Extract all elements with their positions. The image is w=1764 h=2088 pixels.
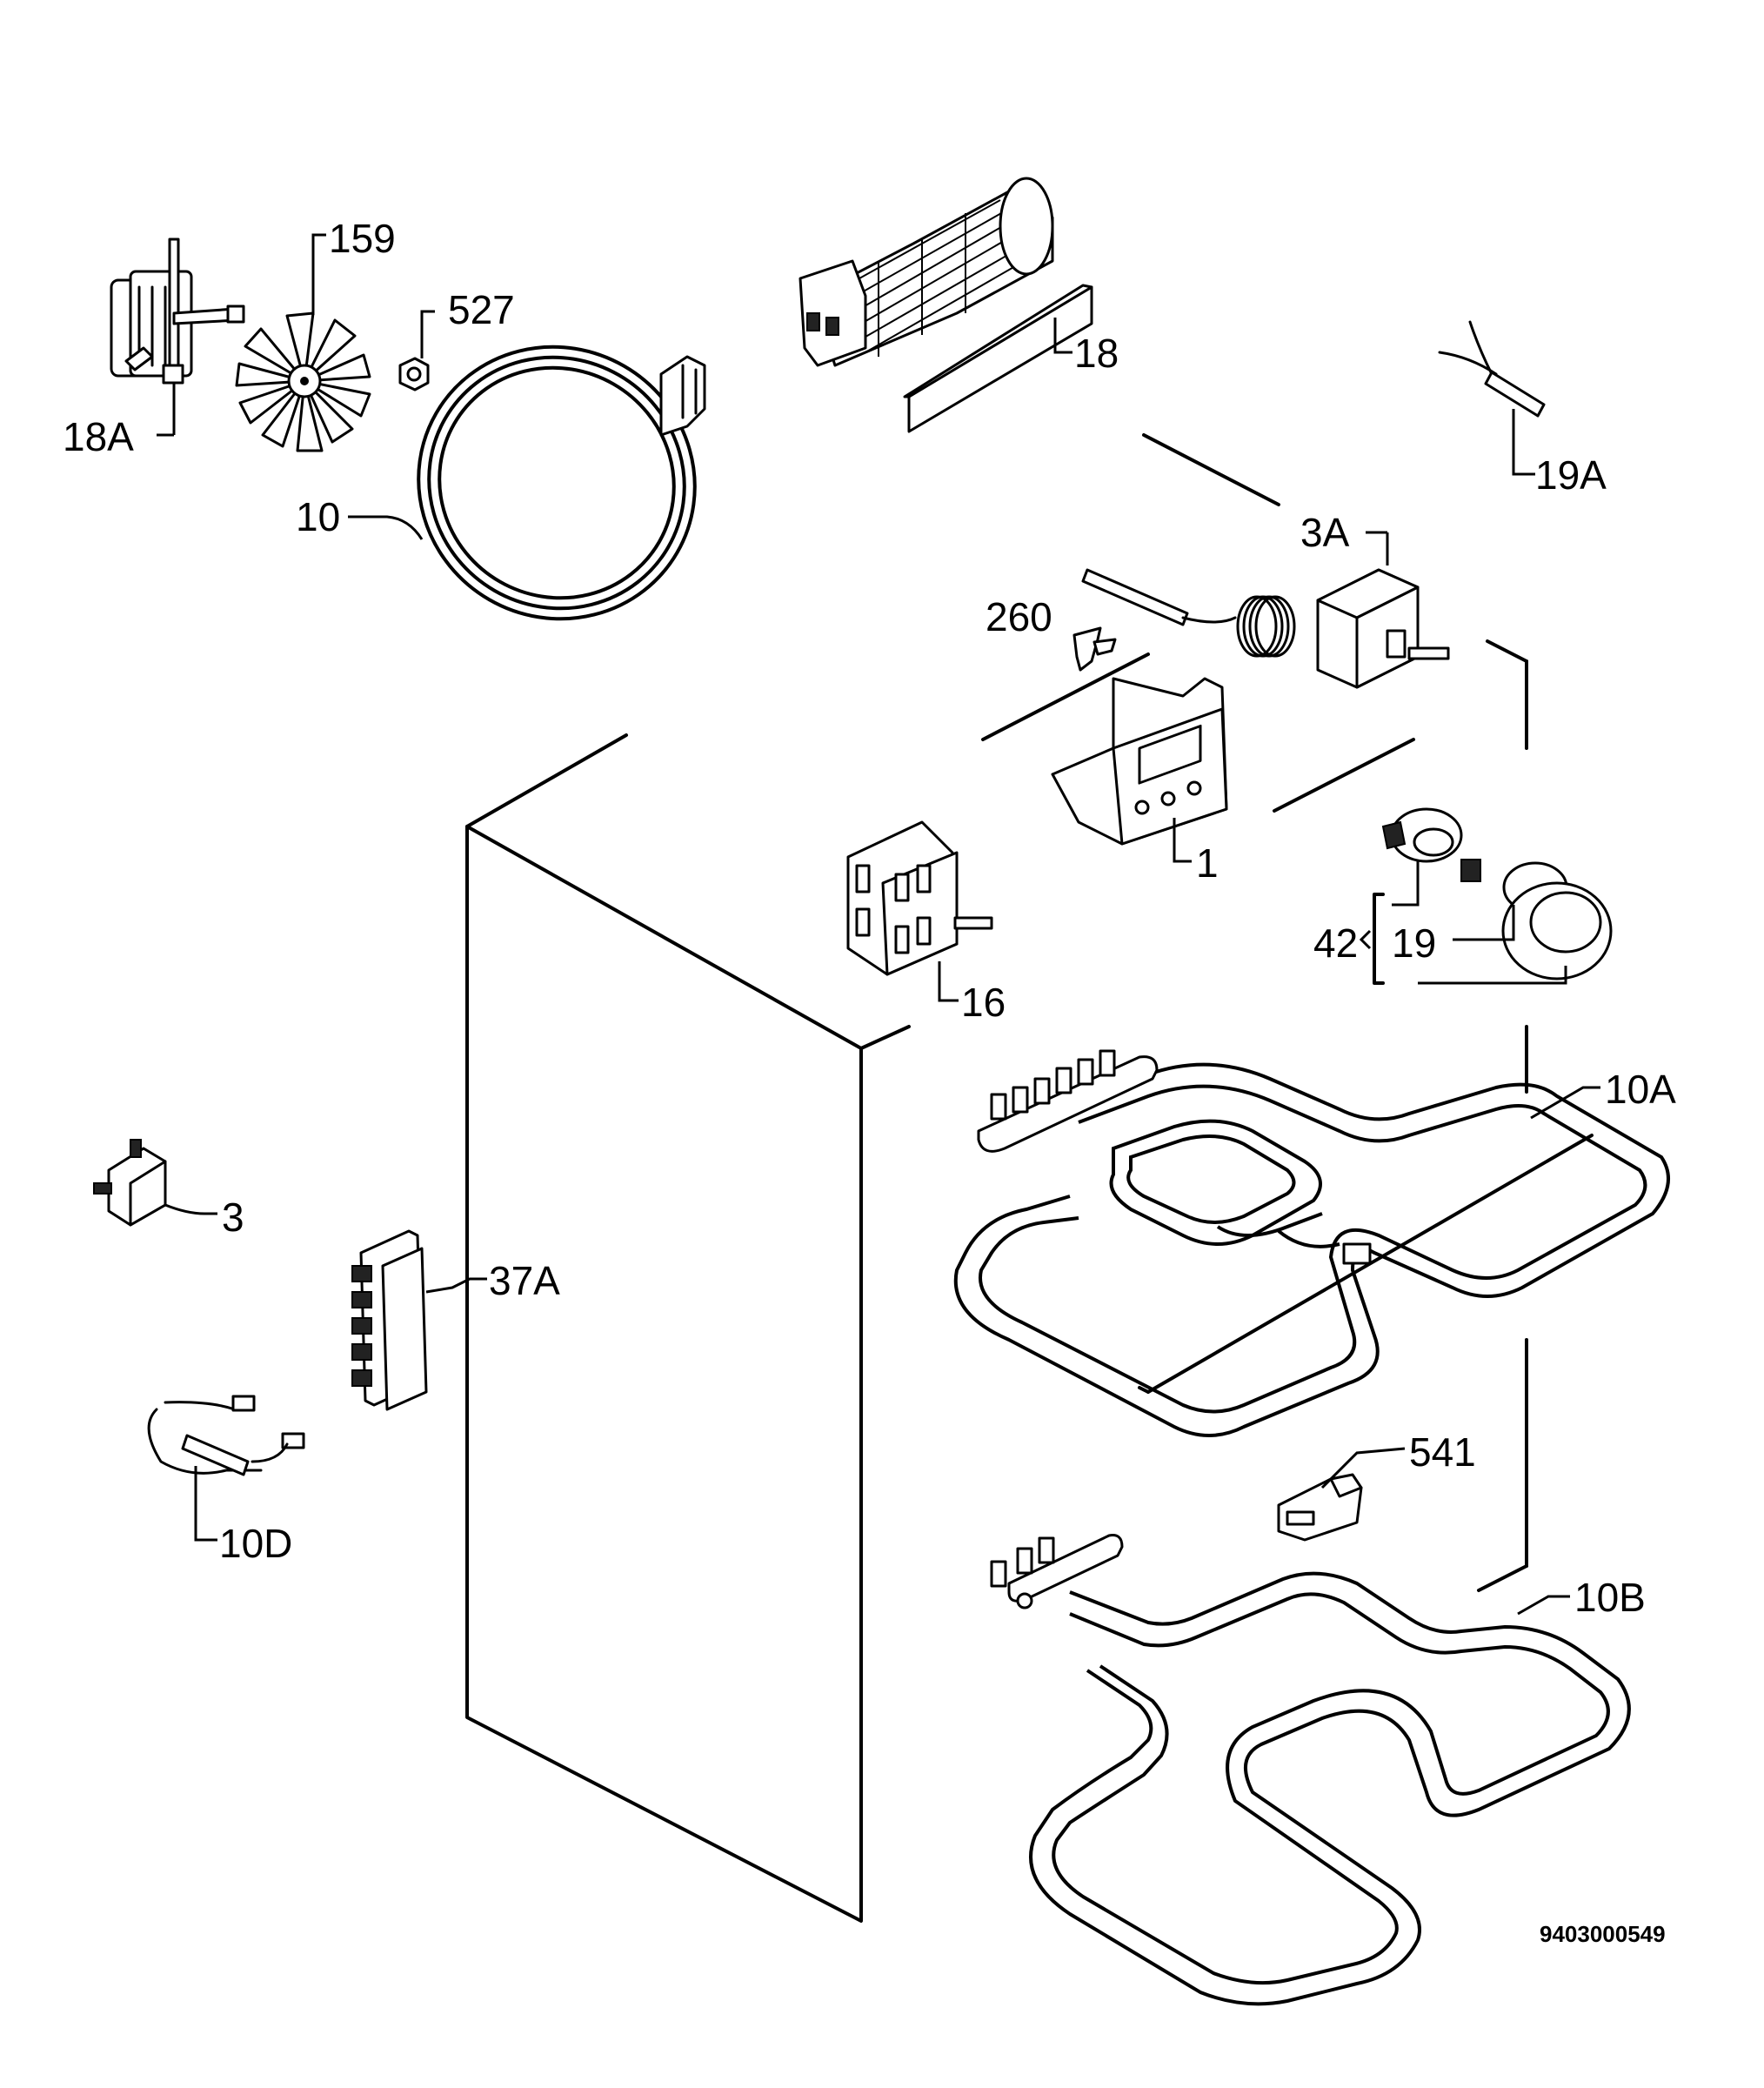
drawing-number: 9403000549: [1540, 1921, 1666, 1947]
fan-motor-part: [110, 238, 245, 437]
label-timer: 1: [1196, 840, 1219, 886]
label-thermostat: 3A: [1300, 510, 1350, 555]
label-bottom-element: 10B: [1574, 1575, 1646, 1620]
label-sensor: 19A: [1535, 452, 1607, 498]
bottom-element-part: [990, 1534, 1631, 2006]
label-lamp-group: 42: [1313, 920, 1358, 966]
nut-part: [398, 310, 435, 392]
circular-element-part: [348, 345, 706, 621]
label-nut: 527: [448, 287, 515, 332]
label-tangential-fan: 18: [1074, 331, 1119, 376]
terminal-block-part: [351, 1229, 487, 1411]
label-fan-blade: 159: [329, 216, 396, 261]
oven-cabinet: [465, 433, 1528, 1923]
selector-switch-part: [846, 820, 993, 1002]
fan-blade-part: [235, 233, 371, 452]
label-lamp: 19: [1392, 920, 1436, 966]
thermostat-part: [1081, 531, 1450, 689]
clip-part: [1072, 626, 1117, 672]
callout-labels: 18A 159 527 10 18 19A 3A 260 1 16 42 19 …: [63, 216, 1676, 1620]
switch-part: [93, 1139, 217, 1227]
grill-element-part: [953, 1049, 1670, 1437]
label-grill-element: 10A: [1605, 1067, 1676, 1112]
label-thermal-fuse: 10D: [219, 1521, 292, 1566]
tangential-fan-part: [798, 177, 1093, 433]
label-circular-element: 10: [296, 494, 340, 539]
label-selector-switch: 16: [961, 980, 1006, 1025]
timer-part: [1051, 677, 1228, 863]
label-terminal-block: 37A: [489, 1258, 560, 1303]
label-fan-motor: 18A: [63, 414, 134, 459]
sensor-part: [1438, 320, 1546, 476]
label-clip: 260: [986, 594, 1052, 639]
lamp-group-part: [1359, 807, 1613, 985]
label-switch: 3: [222, 1195, 244, 1240]
label-bracket: 541: [1409, 1429, 1476, 1475]
thermal-fuse-part: [147, 1395, 305, 1542]
bracket-part: [1277, 1447, 1406, 1542]
